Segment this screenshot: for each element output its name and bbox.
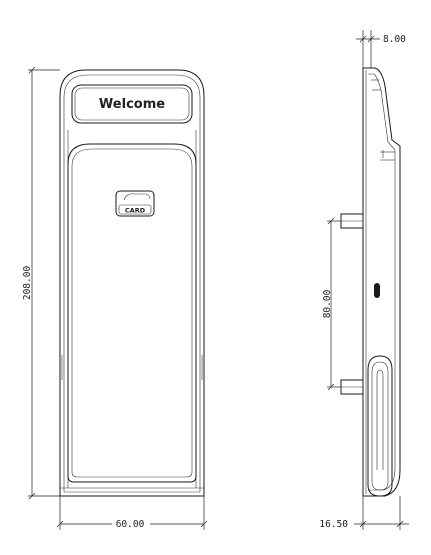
- overall-height-label: 208.00: [22, 266, 33, 301]
- front-body-inner-outline: [63, 74, 201, 492]
- side-depth-label: 16.50: [319, 519, 348, 530]
- handle-spacing-label: 80.00: [322, 289, 333, 318]
- front-width-dimension: 60.00: [56, 496, 208, 530]
- plate-thickness-label: 8.00: [383, 34, 406, 45]
- side-handle-grip: [367, 355, 393, 497]
- side-view: [340, 67, 401, 497]
- front-body-outline: [59, 69, 205, 497]
- card-label: CARD: [125, 207, 146, 215]
- handle-panel: [67, 143, 197, 483]
- overall-width-label: 60.00: [116, 519, 145, 530]
- plate-thickness-dimension: 8.00: [356, 30, 406, 68]
- front-view: Welcome CARD: [59, 69, 205, 497]
- welcome-display: [71, 84, 193, 124]
- side-depth-dimension: 16.50: [310, 496, 409, 530]
- card-icon: CARD: [115, 190, 155, 217]
- side-button: [374, 283, 380, 298]
- side-body-profile: [363, 67, 401, 497]
- welcome-text: Welcome: [99, 97, 165, 112]
- handle-spacing-dimension: 80.00: [322, 217, 341, 391]
- front-height-dimension: 208.00: [22, 66, 60, 500]
